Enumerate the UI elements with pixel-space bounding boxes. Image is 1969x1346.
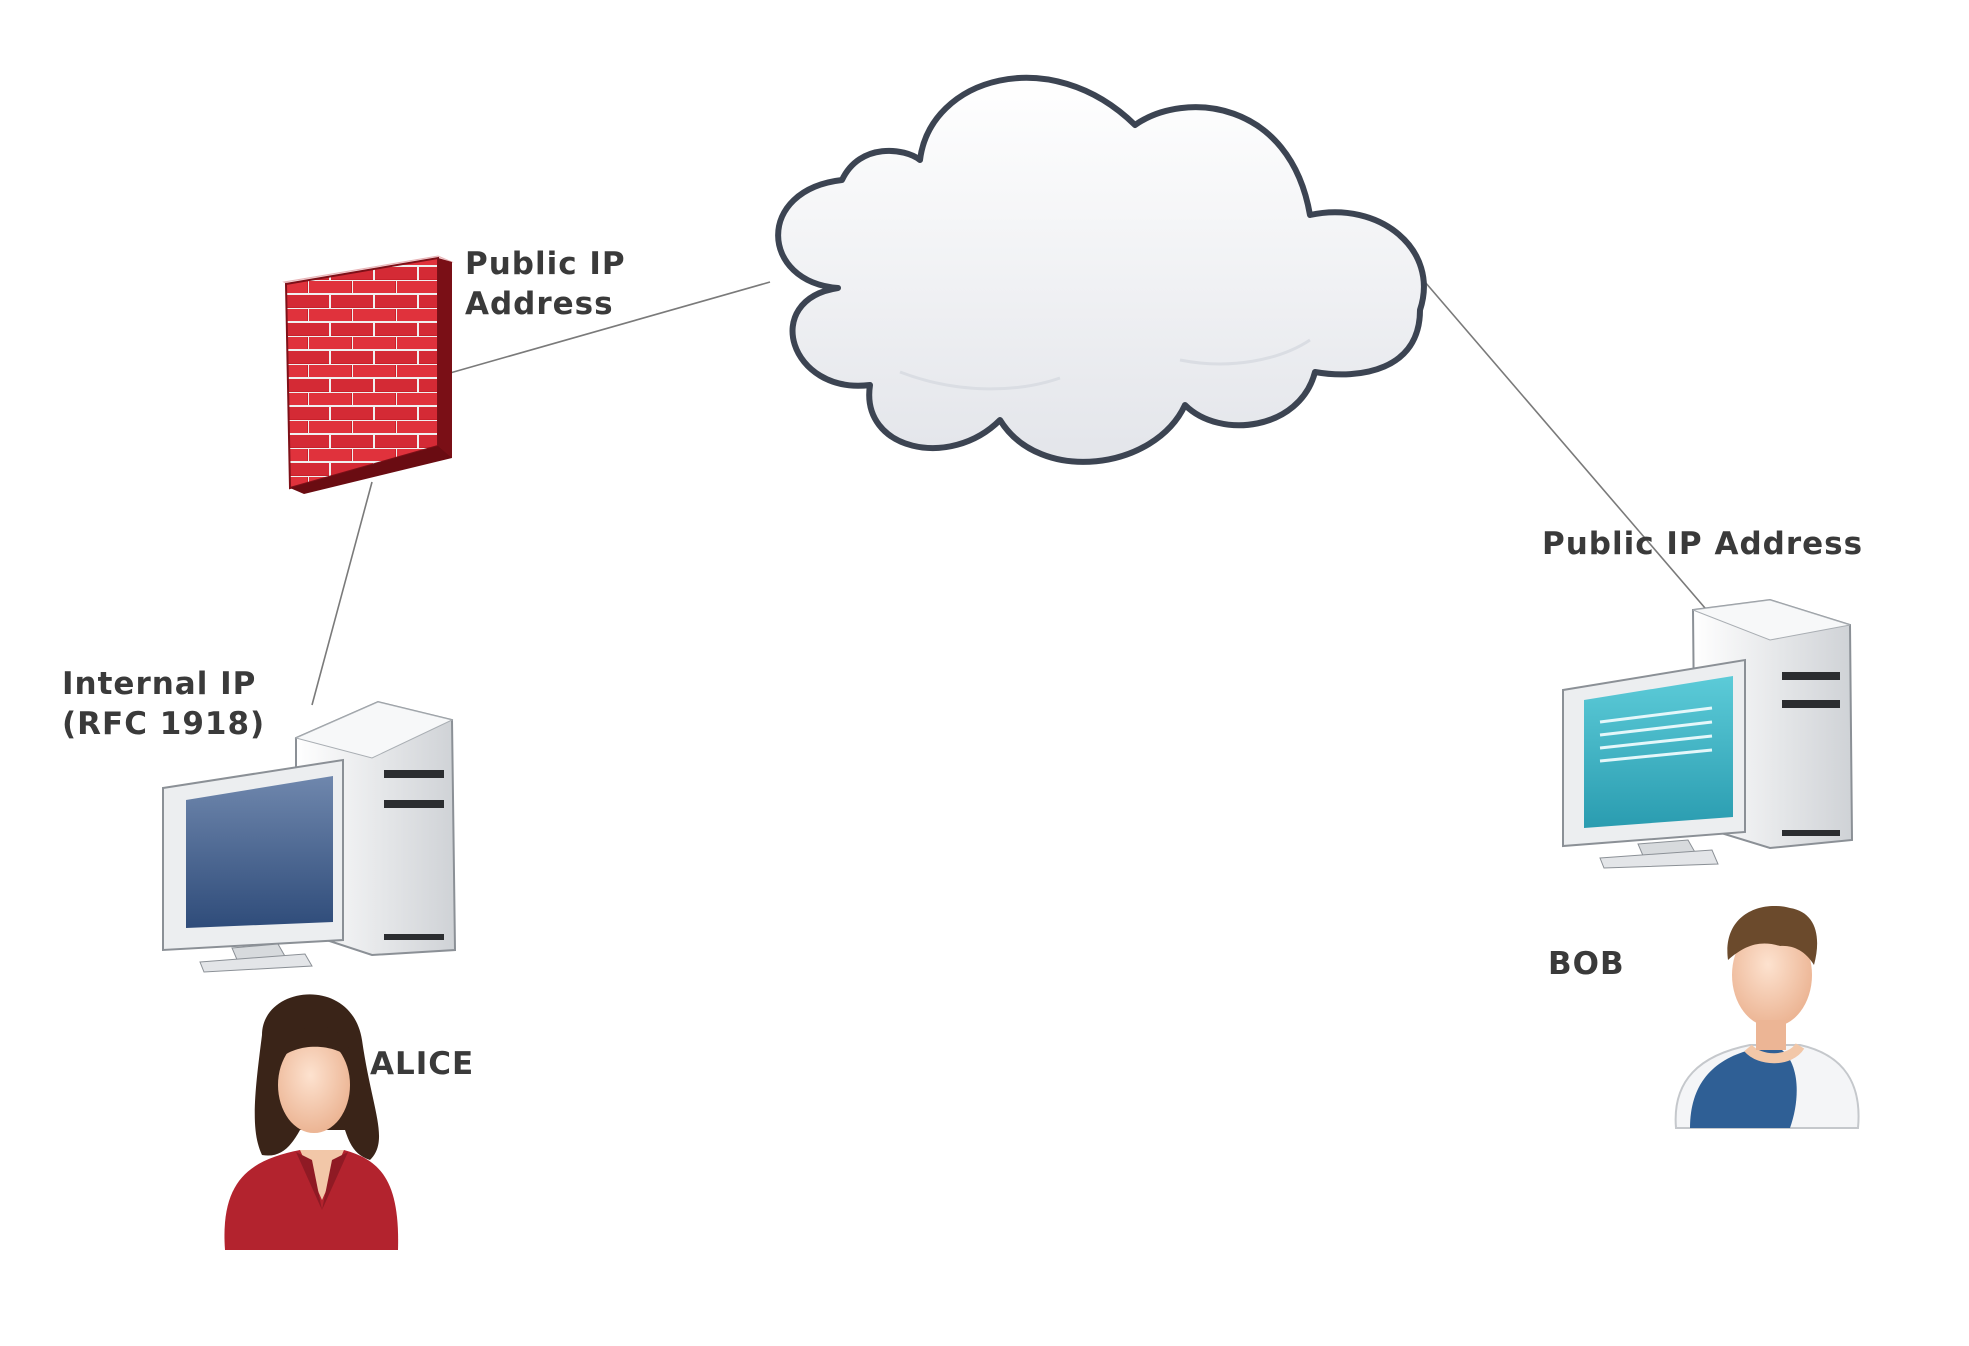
firewall-icon [282,255,454,494]
male-user-icon [1674,905,1860,1129]
female-user-icon [224,994,399,1250]
firewall-public-ip-label: Public IP Address [465,244,626,324]
internet-cloud-icon [775,74,1427,465]
desktop-computer-icon [162,700,457,973]
firewall-label-line-1: Public IP [465,246,626,282]
link-cloud-bob [1424,281,1706,609]
bob-name-label: BOB [1548,946,1625,982]
link-firewall-alice [311,481,373,706]
internal-label-line-2: (RFC 1918) [62,706,266,742]
internal-ip-label: Internal IP (RFC 1918) [62,664,265,744]
firewall-label-line-2: Address [465,286,614,322]
bob-public-ip-label: Public IP Address [1542,526,1864,562]
link-firewall-cloud [449,281,771,374]
desktop-computer-icon [1562,598,1854,869]
alice-name-label: ALICE [370,1046,475,1082]
internal-label-line-1: Internal IP [62,666,257,702]
